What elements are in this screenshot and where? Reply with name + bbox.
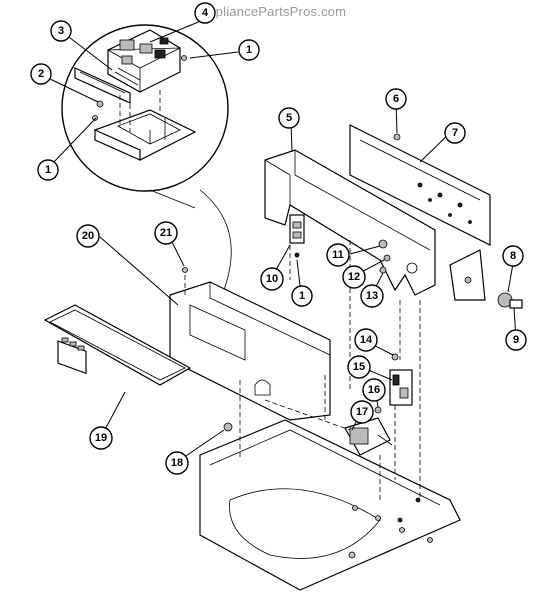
callout-11: 11 bbox=[326, 243, 350, 267]
callout-20: 20 bbox=[76, 224, 100, 248]
callout-1-top: 1 bbox=[238, 39, 260, 61]
side-bracket bbox=[449, 249, 486, 301]
callout-14-label: 14 bbox=[360, 334, 373, 346]
callout-9-label: 9 bbox=[513, 334, 519, 346]
callout-3-label: 3 bbox=[58, 25, 64, 37]
control-board bbox=[106, 29, 181, 93]
callout-4-label: 4 bbox=[202, 7, 209, 19]
callout-1-mid: 1 bbox=[291, 285, 313, 307]
callout-16-label: 16 bbox=[368, 384, 380, 396]
callout-15-label: 15 bbox=[353, 361, 365, 373]
callout-2-label: 2 bbox=[38, 68, 44, 80]
cabinet-top bbox=[199, 419, 461, 591]
callout-7: 7 bbox=[444, 122, 466, 144]
callout-19: 19 bbox=[89, 426, 113, 450]
callout-1-left: 1 bbox=[37, 159, 59, 181]
callout-8-label: 8 bbox=[510, 250, 516, 262]
pressure-switch bbox=[389, 369, 413, 406]
callout-20-label: 20 bbox=[82, 230, 94, 242]
callout-9: 9 bbox=[505, 329, 527, 351]
water-valve bbox=[344, 417, 393, 456]
callout-21: 21 bbox=[154, 221, 178, 245]
callout-6-label: 6 bbox=[393, 93, 399, 105]
detail-connector bbox=[199, 189, 232, 301]
hardware bbox=[182, 133, 401, 432]
callout-6: 6 bbox=[385, 88, 407, 110]
callout-7-label: 7 bbox=[452, 127, 458, 139]
callout-3: 3 bbox=[50, 20, 72, 42]
callout-21-label: 21 bbox=[160, 227, 172, 239]
callout-12-label: 12 bbox=[348, 271, 360, 283]
callout-17: 17 bbox=[350, 400, 374, 424]
board-bracket bbox=[74, 67, 131, 104]
callout-19-label: 19 bbox=[95, 432, 107, 444]
callout-5: 5 bbox=[278, 107, 300, 129]
callout-1-top-label: 1 bbox=[246, 44, 252, 56]
switch-part bbox=[289, 214, 305, 244]
callout-10: 10 bbox=[260, 267, 284, 291]
callout-1-mid-label: 1 bbox=[299, 290, 305, 302]
control-overlay bbox=[43, 304, 192, 386]
callout-14: 14 bbox=[354, 328, 378, 352]
callout-4: 4 bbox=[194, 2, 216, 24]
knob-part bbox=[497, 292, 523, 309]
callout-16: 16 bbox=[362, 378, 386, 402]
callout-15: 15 bbox=[347, 355, 371, 379]
callout-11-label: 11 bbox=[332, 249, 344, 261]
callout-13-label: 13 bbox=[366, 290, 378, 302]
callout-2: 2 bbox=[30, 63, 52, 85]
callout-13: 13 bbox=[360, 284, 384, 308]
console-support bbox=[264, 149, 436, 296]
callout-1-left-label: 1 bbox=[45, 164, 51, 176]
rear-panel bbox=[349, 124, 491, 246]
callout-18: 18 bbox=[165, 451, 189, 475]
callout-18-label: 18 bbox=[171, 457, 183, 469]
watermark-text: appliancePartsPros.com bbox=[200, 4, 347, 19]
callout-10-label: 10 bbox=[266, 273, 278, 285]
detail-magnifier bbox=[61, 24, 229, 192]
callout-17-label: 17 bbox=[356, 406, 368, 418]
callout-12: 12 bbox=[342, 265, 366, 289]
callout-5-label: 5 bbox=[286, 112, 292, 124]
callout-8: 8 bbox=[502, 245, 524, 267]
